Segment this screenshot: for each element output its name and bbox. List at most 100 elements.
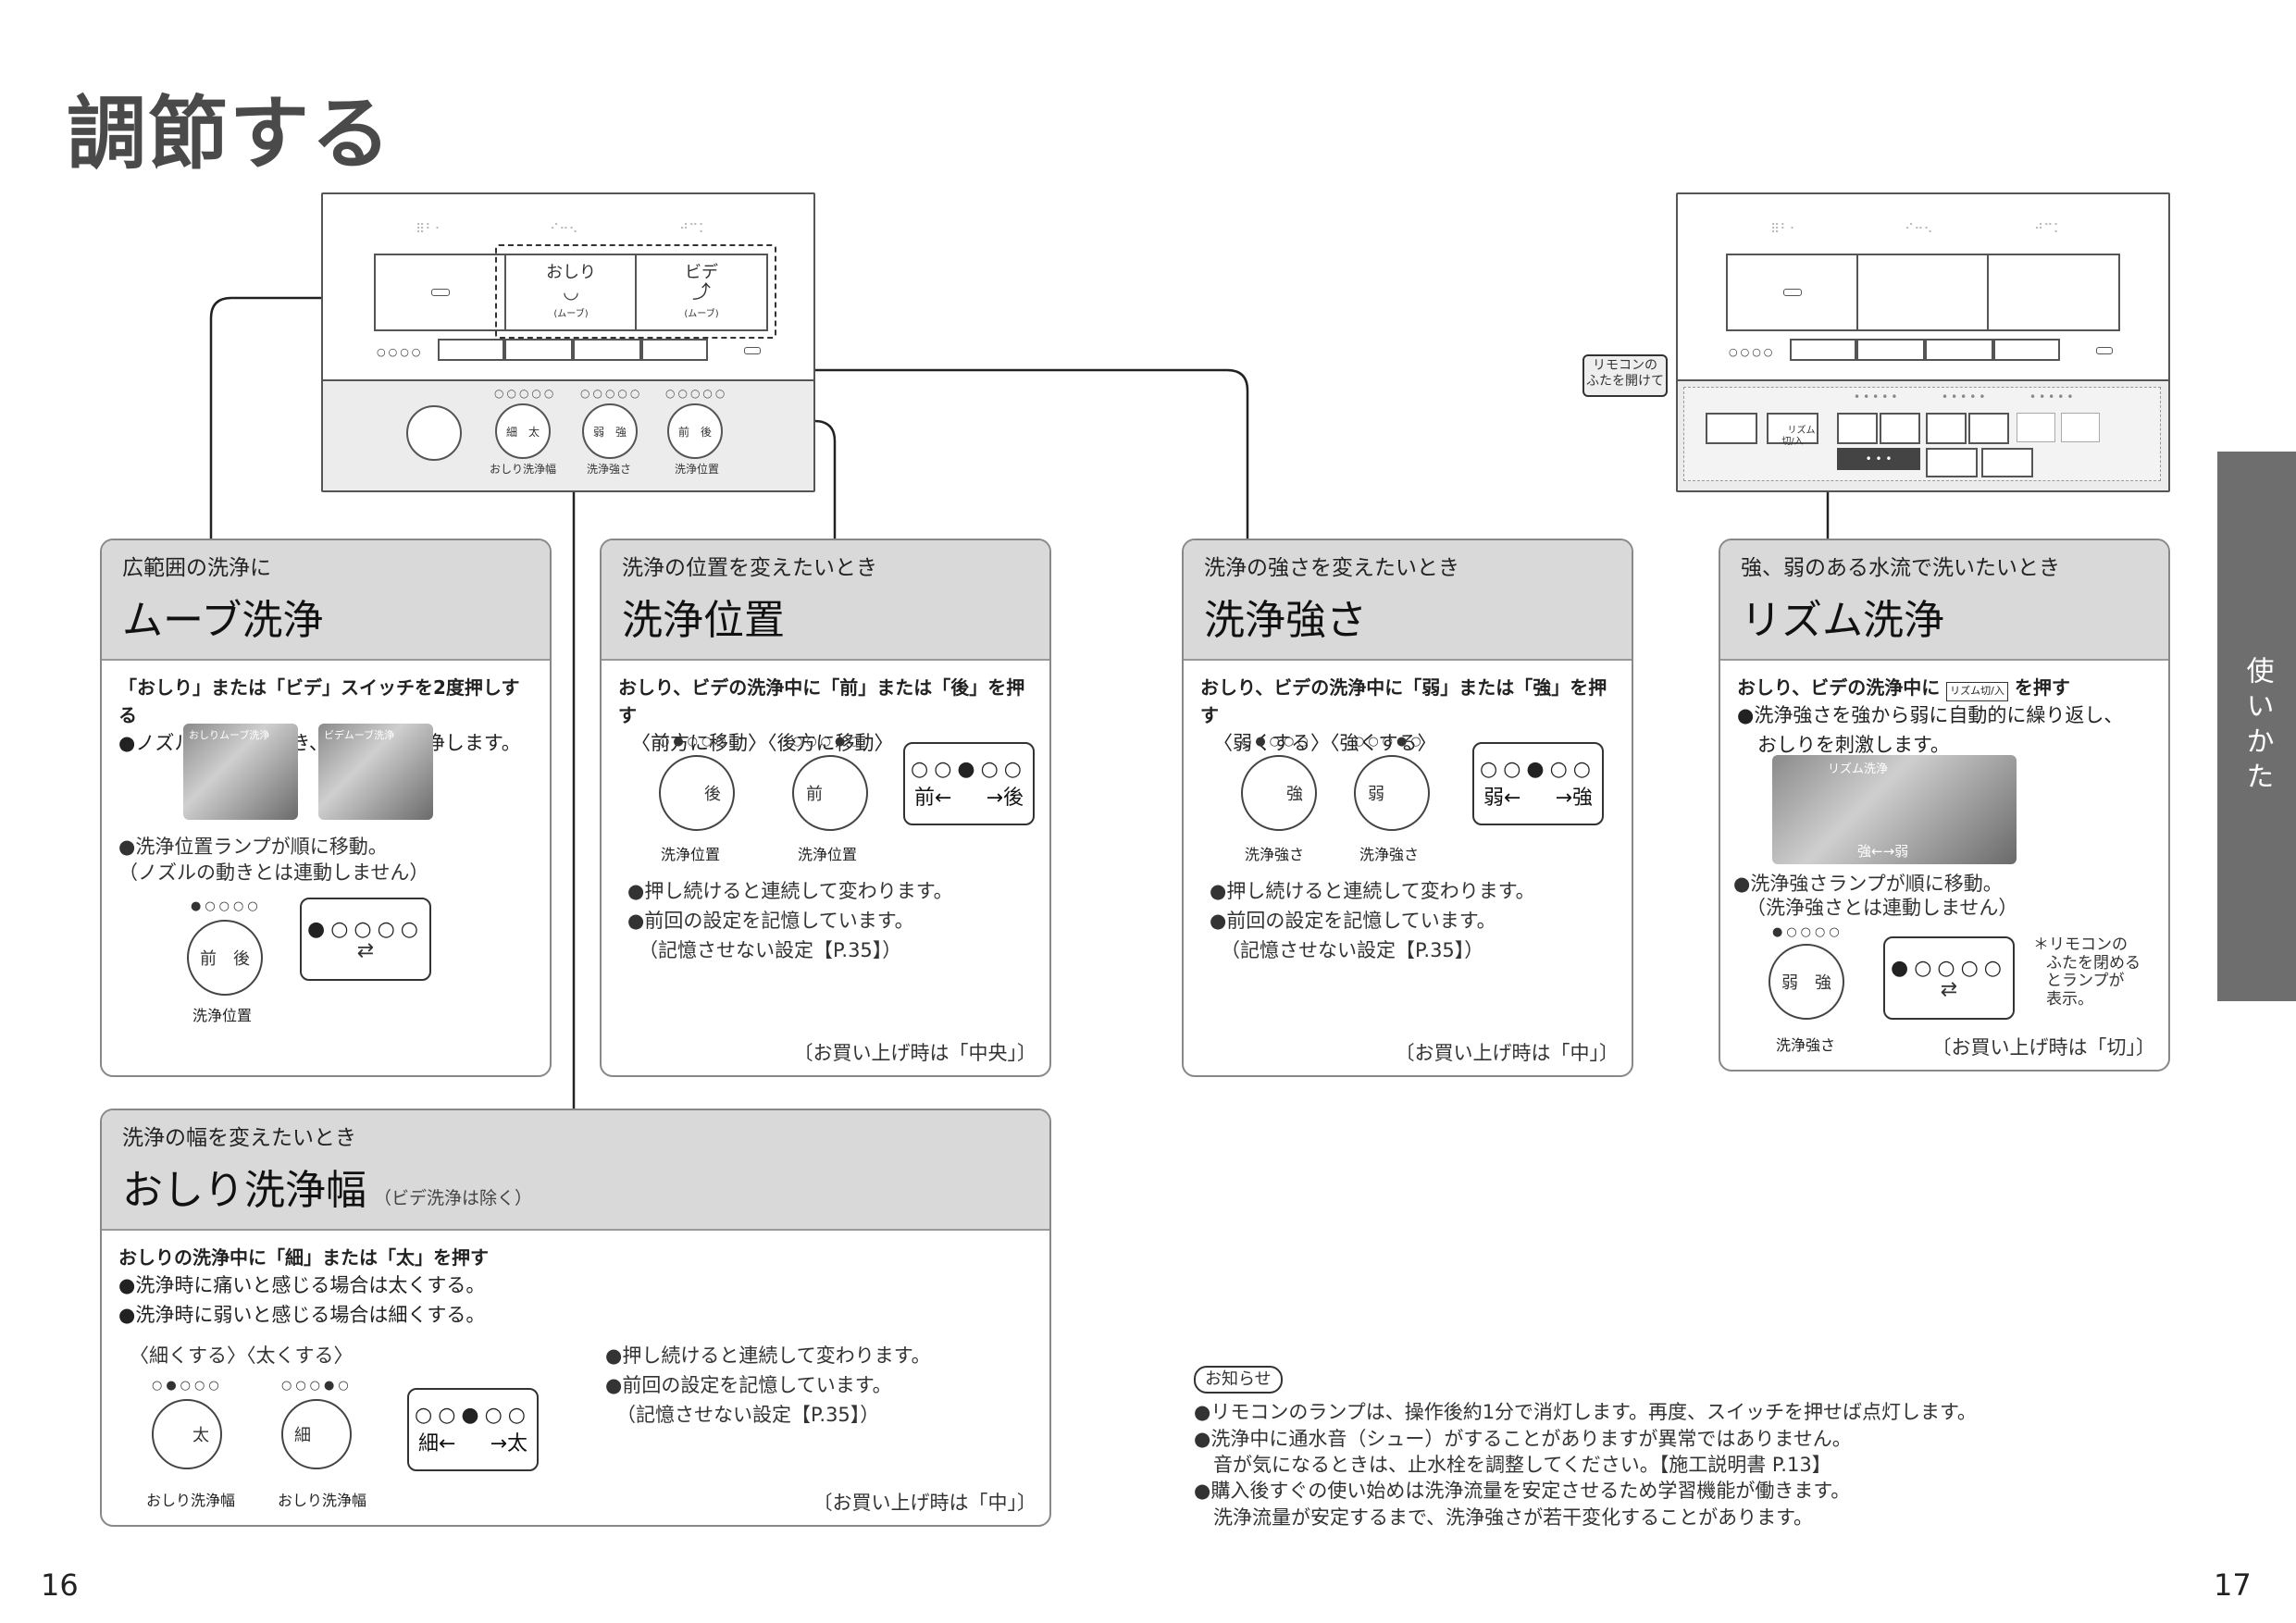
photo-bidet-move: ビデムーブ洗浄 xyxy=(318,724,433,820)
card-width-k1[interactable]: 太 xyxy=(152,1399,222,1469)
width-knob-left: 細 xyxy=(505,425,517,439)
card-position-note1: ●押し続けると連続して変わります。 xyxy=(627,880,953,902)
card-rhythm-title: リズム洗浄 xyxy=(1741,597,1944,644)
small-button-r4[interactable] xyxy=(1993,339,2060,361)
position-knob[interactable]: 前 後 xyxy=(667,403,723,459)
card-move-sub: 広範囲の洗浄に xyxy=(122,556,271,580)
bidet-button-r[interactable] xyxy=(1987,254,2120,331)
card-position-k2[interactable]: 前 xyxy=(792,755,868,831)
sub-button-1[interactable] xyxy=(1706,413,1757,444)
oshiri-button[interactable]: おしり ◡ (ムーブ) xyxy=(504,254,638,331)
small-button-4[interactable] xyxy=(641,339,708,361)
card-position-body: おしり、ビデの洗浄中に「前」または「後」を押す 〈前方に移動〉〈後方に移動〉 xyxy=(602,661,1049,772)
side-tab-usage[interactable]: 使いかた xyxy=(2217,452,2296,1001)
page-number-left: 16 xyxy=(41,1567,79,1603)
card-position-k1[interactable]: 後 xyxy=(659,755,735,831)
width-knob[interactable]: 細 太 xyxy=(495,403,551,459)
info-line-3: 音が気になるときは、止水栓を調整してください。【施工説明書 P.13】 xyxy=(1194,1453,1831,1476)
card-rhythm-lamp-note1: ●洗浄強さランプが順に移動。 xyxy=(1733,873,2003,895)
strength-knob-right: 強 xyxy=(615,425,627,439)
small-button-r3[interactable] xyxy=(1925,339,1993,361)
width-dots: ○○○○○ xyxy=(494,387,557,400)
position-dots: ○○○○○ xyxy=(665,387,728,400)
card-strength-k2[interactable]: 弱 xyxy=(1354,755,1430,831)
stop-button[interactable] xyxy=(374,254,507,331)
sub-button-5[interactable] xyxy=(1926,413,1967,444)
small-button-r1[interactable] xyxy=(1790,339,1856,361)
rhythm-button[interactable]: リズム 切/入 xyxy=(1767,413,1818,447)
card-move-lamp-note2: （ノズルの動きとは連動しません） xyxy=(118,861,429,884)
bidet-button[interactable]: ビデ ⤴ (ムーブ) xyxy=(635,254,768,331)
card-width-body: おしりの洗浄中に「細」または「太」を押す ●洗浄時に痛いと感じる場合は太くする。… xyxy=(102,1231,1049,1343)
bidet-icon: ⤴ xyxy=(692,280,711,303)
open-lid-callout: リモコンの ふたを開けて xyxy=(1582,354,1668,397)
card-rhythm-instr-b: を押す xyxy=(2014,676,2070,699)
card-rhythm-aside3: とランプが xyxy=(2046,972,2125,991)
card-strength-header: 洗浄の強さを変えたいとき 洗浄強さ xyxy=(1184,540,1632,661)
sub-button-9[interactable] xyxy=(1926,448,1978,477)
position-knob-label: 洗浄位置 xyxy=(675,463,720,476)
card-strength-k1-label: 洗浄強さ xyxy=(1245,846,1305,863)
card-rhythm-instr-btn: リズム切/入 xyxy=(1946,682,2008,701)
card-width-note3: （記憶させない設定【P.35】） xyxy=(616,1404,880,1426)
info-line-2: ●洗浄中に通水音（シュー）がすることがありますが異常ではありません。 xyxy=(1194,1427,1852,1450)
sub-button-6[interactable] xyxy=(1968,413,2009,444)
card-move-knob[interactable]: 前 後 xyxy=(187,920,263,996)
card-position-k2-text: 前 xyxy=(806,785,823,804)
sub-button-4[interactable] xyxy=(1880,413,1920,444)
sub-button-7[interactable] xyxy=(2017,413,2055,442)
main-round-button[interactable] xyxy=(406,405,462,461)
card-strength-sub: 洗浄の強さを変えたいとき xyxy=(1204,556,1459,580)
stop-icon xyxy=(431,289,450,296)
card-width-desc2: ●洗浄時に弱いと感じる場合は細くする。 xyxy=(118,1303,486,1326)
small-button-r2[interactable] xyxy=(1856,339,1925,361)
bar-strip: • • • xyxy=(1837,448,1920,470)
info-line-5: 洗浄流量が安定するまで、洗浄強さが若干変化することがあります。 xyxy=(1194,1505,1814,1529)
width-knob-right: 太 xyxy=(528,425,540,439)
stop-button-r[interactable] xyxy=(1726,254,1859,331)
sub-button-10[interactable] xyxy=(1981,448,2033,477)
card-move-knob-dots: ●○○○○ xyxy=(191,899,262,913)
card-strength-lamp-left: 弱← xyxy=(1483,786,1521,810)
card-strength-note2: ●前回の設定を記憶しています。 xyxy=(1210,910,1496,932)
card-move-lamp: ●○○○○ ⇄ xyxy=(300,898,431,981)
small-button-2[interactable] xyxy=(504,339,573,361)
strength-knob[interactable]: 弱 強 xyxy=(582,403,638,459)
small-button-1[interactable] xyxy=(438,339,504,361)
card-move-lamp-arrows: ⇄ xyxy=(356,938,375,962)
card-width-k1-label: おしり洗浄幅 xyxy=(146,1492,236,1509)
card-rhythm-knob-dots: ●○○○○ xyxy=(1772,925,1843,939)
oshiri-button-r[interactable] xyxy=(1856,254,1990,331)
card-strength-factory: 〔お買い上げ時は「中」〕 xyxy=(1395,1042,1620,1064)
card-width-k2-label: おしり洗浄幅 xyxy=(278,1492,367,1509)
card-rhythm-knob-right: 強 xyxy=(1815,973,1831,993)
oshiri-label: おしり xyxy=(546,263,596,282)
card-position-k2-dots: ○○○●○ xyxy=(792,735,863,749)
card-position-lamp-right: →後 xyxy=(986,786,1024,810)
remote-lower-panel: ○○○○○ 細 太 おしり洗浄幅 ○○○○○ 弱 強 洗浄強さ ○○○○○ 前 … xyxy=(323,379,813,490)
braille-r2: ⠊⠒⠢ xyxy=(1905,222,1933,237)
stop-icon-r xyxy=(1783,289,1802,296)
card-rhythm-knob-left: 弱 xyxy=(1781,973,1798,993)
small-button-3[interactable] xyxy=(573,339,641,361)
small-button-row xyxy=(438,339,708,361)
card-move-knob-label: 洗浄位置 xyxy=(192,1007,253,1024)
braille-r1: ⠿⠃⠂ xyxy=(1770,222,1799,237)
card-strength-k1[interactable]: 強 xyxy=(1241,755,1317,831)
sub-button-8[interactable] xyxy=(2061,413,2100,442)
photo-rhythm: リズム洗浄 強←→弱 xyxy=(1772,755,2017,864)
card-move-wash: 広範囲の洗浄に ムーブ洗浄 「おしり」または「ビデ」スイッチを2度押しする ●ノ… xyxy=(100,539,552,1077)
card-rhythm-knob[interactable]: 弱 強 xyxy=(1769,944,1844,1020)
card-width-lamp: ○○●○○ 細← →太 xyxy=(407,1388,539,1471)
remote-lower-panel-r: ••••• ••••• ••••• リズム 切/入 • • • xyxy=(1678,379,2168,490)
card-width-k2[interactable]: 細 xyxy=(281,1399,352,1469)
card-move-instr: 「おしり」または「ビデ」スイッチを2度押しする xyxy=(118,676,520,726)
photo-oshiri-move: おしりムーブ洗浄 xyxy=(183,724,298,820)
card-position-k1-text: 後 xyxy=(704,785,721,804)
card-rhythm-aside1: ＊リモコンの xyxy=(2033,935,2128,954)
braille-2: ⠊⠒⠢ xyxy=(550,222,578,237)
card-strength-lamp-dots: ○○●○○ xyxy=(1480,757,1596,781)
card-position-note2: ●前回の設定を記憶しています。 xyxy=(627,910,914,932)
sub-button-3[interactable] xyxy=(1837,413,1878,444)
card-strength-note1: ●押し続けると連続して変わります。 xyxy=(1210,880,1535,902)
